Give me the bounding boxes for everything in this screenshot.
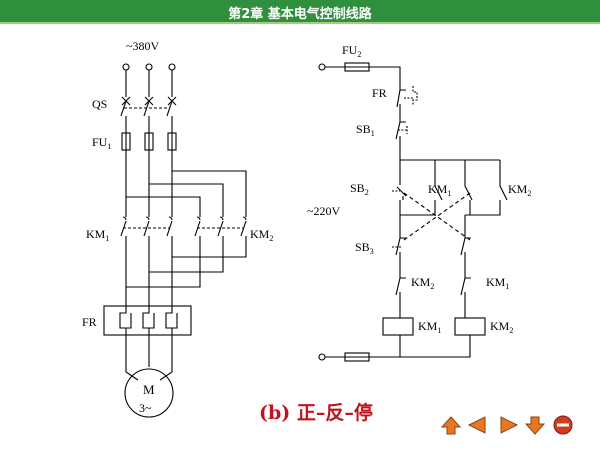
motor-label: M — [143, 382, 155, 397]
nav-back-icon[interactable] — [552, 414, 574, 436]
fr-nc-contact — [396, 85, 418, 122]
motor-phase-label: 3~ — [139, 401, 152, 415]
nav-down-icon[interactable] — [524, 414, 546, 436]
control-return — [325, 335, 471, 358]
sb3-no-part — [464, 180, 473, 225]
sb3-nc-contact — [392, 215, 406, 270]
terminal-l3 — [168, 63, 176, 71]
sb2-start-button — [392, 180, 407, 215]
nav-prev-icon[interactable] — [466, 414, 488, 436]
interlock-linkage — [403, 192, 471, 241]
fr-thermal-relay — [103, 300, 192, 336]
slide-navigation — [440, 414, 590, 438]
km2-seal-contact — [465, 180, 508, 216]
main-circuit: ~380V QS FU1 — [82, 39, 273, 418]
main-bus-wires — [125, 150, 247, 217]
km1-main-contacts — [120, 216, 173, 300]
qs-switch — [120, 70, 177, 133]
qs-label: QS — [92, 97, 107, 111]
supply-voltage-label: ~380V — [126, 39, 159, 53]
sb1-stop-button — [395, 121, 408, 160]
nav-next-icon[interactable] — [498, 414, 520, 436]
diagram-caption: (b) 正–反–停 — [259, 402, 373, 424]
motor — [124, 368, 174, 418]
control-bus — [399, 159, 501, 180]
terminal-l1 — [122, 63, 130, 71]
km1-main-label: KM1 — [86, 227, 109, 243]
motor-feed-wires — [125, 335, 173, 381]
chapter-header: 第2章 基本电气控制线路 — [0, 0, 600, 24]
sb1-label: SB1 — [356, 122, 375, 138]
km2-coil — [454, 317, 486, 336]
km1-coil-label: KM1 — [418, 319, 441, 335]
fu1-label: FU1 — [92, 135, 111, 151]
sb2-nc-contact — [460, 225, 471, 270]
fu2-label: FU2 — [342, 43, 361, 59]
km2-interlock-contact — [395, 270, 406, 318]
control-circuit: FU2 FR SB1 SB2 — [307, 43, 531, 362]
km1-interlock-contact — [460, 270, 471, 318]
chapter-title: 第2章 基本电气控制线路 — [228, 7, 372, 22]
control-voltage-label: ~220V — [307, 204, 340, 218]
km2-seal-label: KM2 — [508, 182, 531, 198]
km2-main-label: KM2 — [250, 227, 273, 243]
km2-interlock-label: KM2 — [411, 275, 434, 291]
sb3-label: SB3 — [355, 240, 374, 256]
km1-coil — [382, 317, 414, 336]
terminal-l2 — [145, 63, 153, 71]
km2-main-contacts — [126, 216, 247, 288]
fr-main-label: FR — [82, 315, 97, 329]
control-terminal-top — [318, 63, 326, 71]
control-terminal-bottom — [318, 353, 326, 361]
km2-coil-label: KM2 — [490, 319, 513, 335]
km1-seal-label: KM1 — [428, 182, 451, 198]
fu1-fuses — [121, 132, 177, 151]
nav-up-icon[interactable] — [440, 414, 462, 436]
sb2-label: SB2 — [350, 181, 369, 197]
km1-interlock-label: KM1 — [486, 275, 509, 291]
fr-control-label: FR — [372, 86, 387, 100]
